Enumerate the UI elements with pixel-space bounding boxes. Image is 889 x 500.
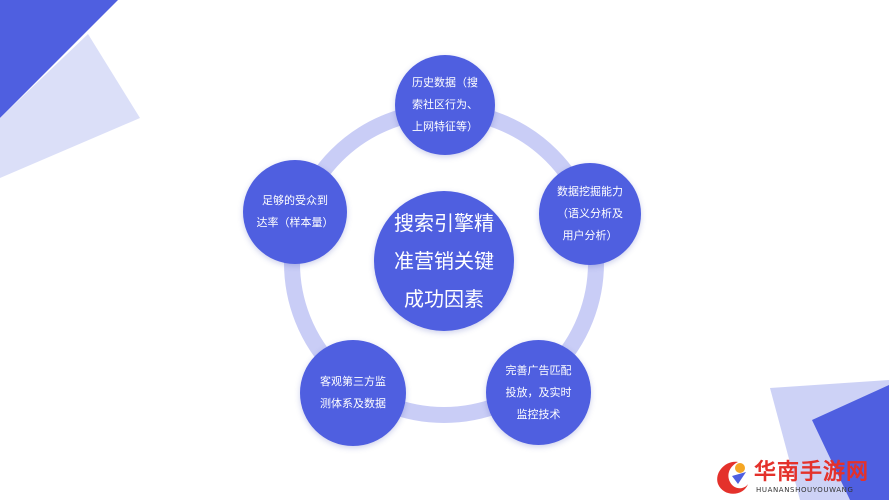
node-third-party-monitoring-label: 客观第三方监 测体系及数据 (320, 375, 386, 410)
brand-logo-icon (717, 461, 748, 494)
node-audience-reach: 足够的受众到 达率（样本量） (243, 160, 347, 264)
node-data-mining-label: 数据挖掘能力 （语义分析及 用户分析） (557, 185, 623, 242)
brand-subtitle: HUANANSHOUYOUWANG (756, 486, 854, 494)
node-ad-matching-label: 完善广告匹配 投放，及实时 监控技术 (505, 363, 572, 421)
deco-triangle-top-left-light (0, 34, 140, 178)
deco-triangle-bottom-right-dark (812, 385, 889, 500)
center-node: 搜索引擎精 准营销关键 成功因素 (374, 191, 514, 331)
node-history-data: 历史数据（搜 索社区行为、 上网特征等） (395, 55, 495, 155)
center-title: 搜索引擎精 准营销关键 成功因素 (394, 211, 494, 311)
brand-name: 华南手游网 (754, 460, 870, 485)
node-history-data-label: 历史数据（搜 索社区行为、 上网特征等） (412, 76, 478, 133)
node-ad-matching: 完善广告匹配 投放，及实时 监控技术 (486, 340, 591, 445)
watermark-logo: 华南手游网 HUANANSHOUYOUWANG (712, 452, 889, 500)
deco-triangle-top-left-dark (0, 0, 118, 118)
node-third-party-monitoring: 客观第三方监 测体系及数据 (300, 340, 406, 446)
node-audience-reach-label: 足够的受众到 达率（样本量） (256, 194, 334, 229)
node-data-mining: 数据挖掘能力 （语义分析及 用户分析） (539, 163, 641, 265)
